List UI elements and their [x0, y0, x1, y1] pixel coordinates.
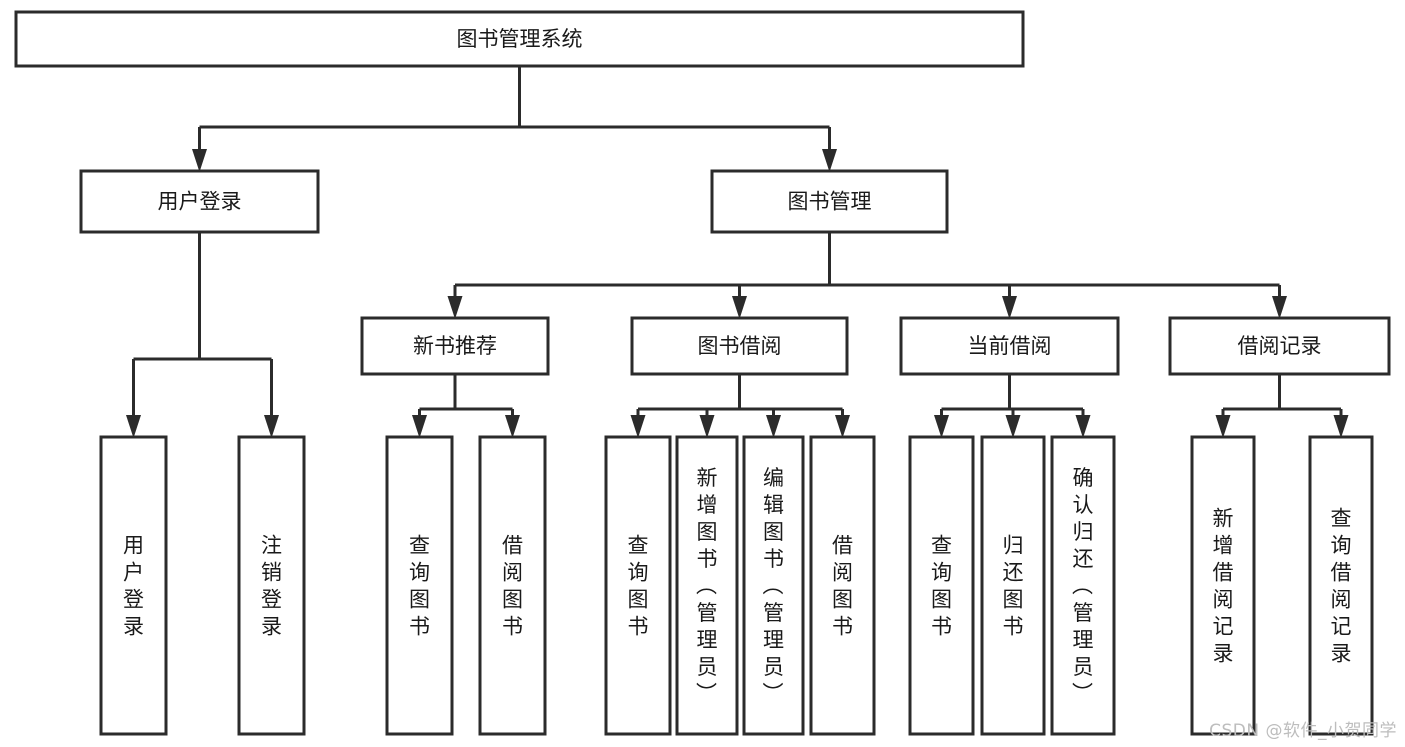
connector-arrowhead	[766, 415, 781, 438]
node-box	[742, 435, 805, 736]
node-user-login[interactable]: 用户登录	[79, 169, 320, 234]
node-layer: 图书管理系统用户登录图书管理新书推荐图书借阅当前借阅借阅记录用户登录注销登录查询…	[14, 10, 1391, 736]
node-label: 查询图书	[628, 534, 649, 639]
node-label: 用户登录	[123, 534, 144, 639]
node-box	[809, 435, 876, 736]
node-leaf-add-record[interactable]: 新增借阅记录	[1190, 435, 1256, 736]
node-leaf-query-record[interactable]: 查询借阅记录	[1308, 435, 1374, 736]
node-box	[1050, 435, 1116, 736]
node-box	[478, 435, 547, 736]
node-borrow-record[interactable]: 借阅记录	[1168, 316, 1391, 376]
node-label: 查询图书	[409, 534, 430, 639]
node-leaf-borrow-book-1[interactable]: 借阅图书	[478, 435, 547, 736]
connector-arrowhead	[412, 415, 427, 438]
connector-arrowhead	[1333, 415, 1349, 438]
node-label: 当前借阅	[968, 334, 1052, 358]
node-book-borrow[interactable]: 图书借阅	[630, 316, 849, 376]
node-leaf-query-book-1[interactable]: 查询图书	[385, 435, 454, 736]
connector-arrowhead	[505, 415, 520, 438]
node-box	[675, 435, 739, 736]
node-leaf-user-login[interactable]: 用户登录	[99, 435, 168, 736]
node-label: 归还图书	[1003, 534, 1024, 639]
node-book-manage[interactable]: 图书管理	[710, 169, 949, 234]
node-box	[1168, 316, 1391, 376]
node-box	[710, 169, 949, 234]
connector-arrowhead	[630, 415, 646, 438]
connector-layer	[126, 66, 1349, 438]
connector-arrowhead	[835, 415, 850, 438]
connector-arrowhead	[192, 149, 207, 172]
node-leaf-add-book[interactable]: 新增图书（管理员）	[675, 435, 739, 736]
node-new-book-rec[interactable]: 新书推荐	[360, 316, 550, 376]
connector-arrowhead	[934, 415, 949, 438]
node-label: 用户登录	[158, 190, 242, 214]
node-box	[980, 435, 1046, 736]
connector-arrowhead	[264, 415, 279, 438]
node-label: 确认归还（管理员）	[1072, 466, 1094, 706]
node-leaf-query-book-3[interactable]: 查询图书	[908, 435, 975, 736]
node-box	[360, 316, 550, 376]
node-label: 查询图书	[931, 534, 952, 639]
node-label: 图书借阅	[698, 334, 782, 358]
node-leaf-return-book[interactable]: 归还图书	[980, 435, 1046, 736]
node-root[interactable]: 图书管理系统	[14, 10, 1025, 68]
node-leaf-edit-book[interactable]: 编辑图书（管理员）	[742, 435, 805, 736]
node-label: 借阅图书	[832, 534, 853, 639]
node-leaf-logout[interactable]: 注销登录	[237, 435, 306, 736]
connector-arrowhead	[822, 149, 837, 172]
connector-arrowhead	[447, 296, 463, 319]
node-box	[1190, 435, 1256, 736]
connector-arrowhead	[126, 415, 141, 438]
node-label: 新增借阅记录	[1213, 507, 1234, 666]
node-box	[630, 316, 849, 376]
node-box	[899, 316, 1120, 376]
node-label: 注销登录	[261, 534, 282, 639]
node-label: 借阅图书	[502, 534, 523, 639]
node-leaf-borrow-book-2[interactable]: 借阅图书	[809, 435, 876, 736]
connector-arrowhead	[732, 296, 747, 319]
connector-arrowhead	[1005, 415, 1021, 438]
connector-arrowhead	[1272, 296, 1287, 319]
connector-arrowhead	[1215, 415, 1231, 438]
node-label: 编辑图书（管理员）	[763, 466, 785, 706]
node-label: 新书推荐	[413, 334, 497, 358]
connector-arrowhead	[1002, 296, 1017, 319]
node-current-borrow[interactable]: 当前借阅	[899, 316, 1120, 376]
node-box	[1308, 435, 1374, 736]
node-box	[237, 435, 306, 736]
node-leaf-query-book-2[interactable]: 查询图书	[604, 435, 672, 736]
node-label: 图书管理	[788, 190, 872, 214]
node-box	[79, 169, 320, 234]
node-box	[385, 435, 454, 736]
node-label: 图书管理系统	[457, 27, 583, 51]
node-label: 新增图书（管理员）	[696, 466, 718, 706]
connector-arrowhead	[1075, 415, 1091, 438]
node-leaf-confirm-return[interactable]: 确认归还（管理员）	[1050, 435, 1116, 736]
node-label: 借阅记录	[1238, 334, 1322, 358]
node-box	[99, 435, 168, 736]
node-box	[908, 435, 975, 736]
node-box	[14, 10, 1025, 68]
csdn-watermark: CSDN @软件_小贺同学	[1209, 721, 1397, 741]
connector-arrowhead	[699, 415, 715, 438]
node-box	[604, 435, 672, 736]
node-label: 查询借阅记录	[1331, 507, 1352, 666]
